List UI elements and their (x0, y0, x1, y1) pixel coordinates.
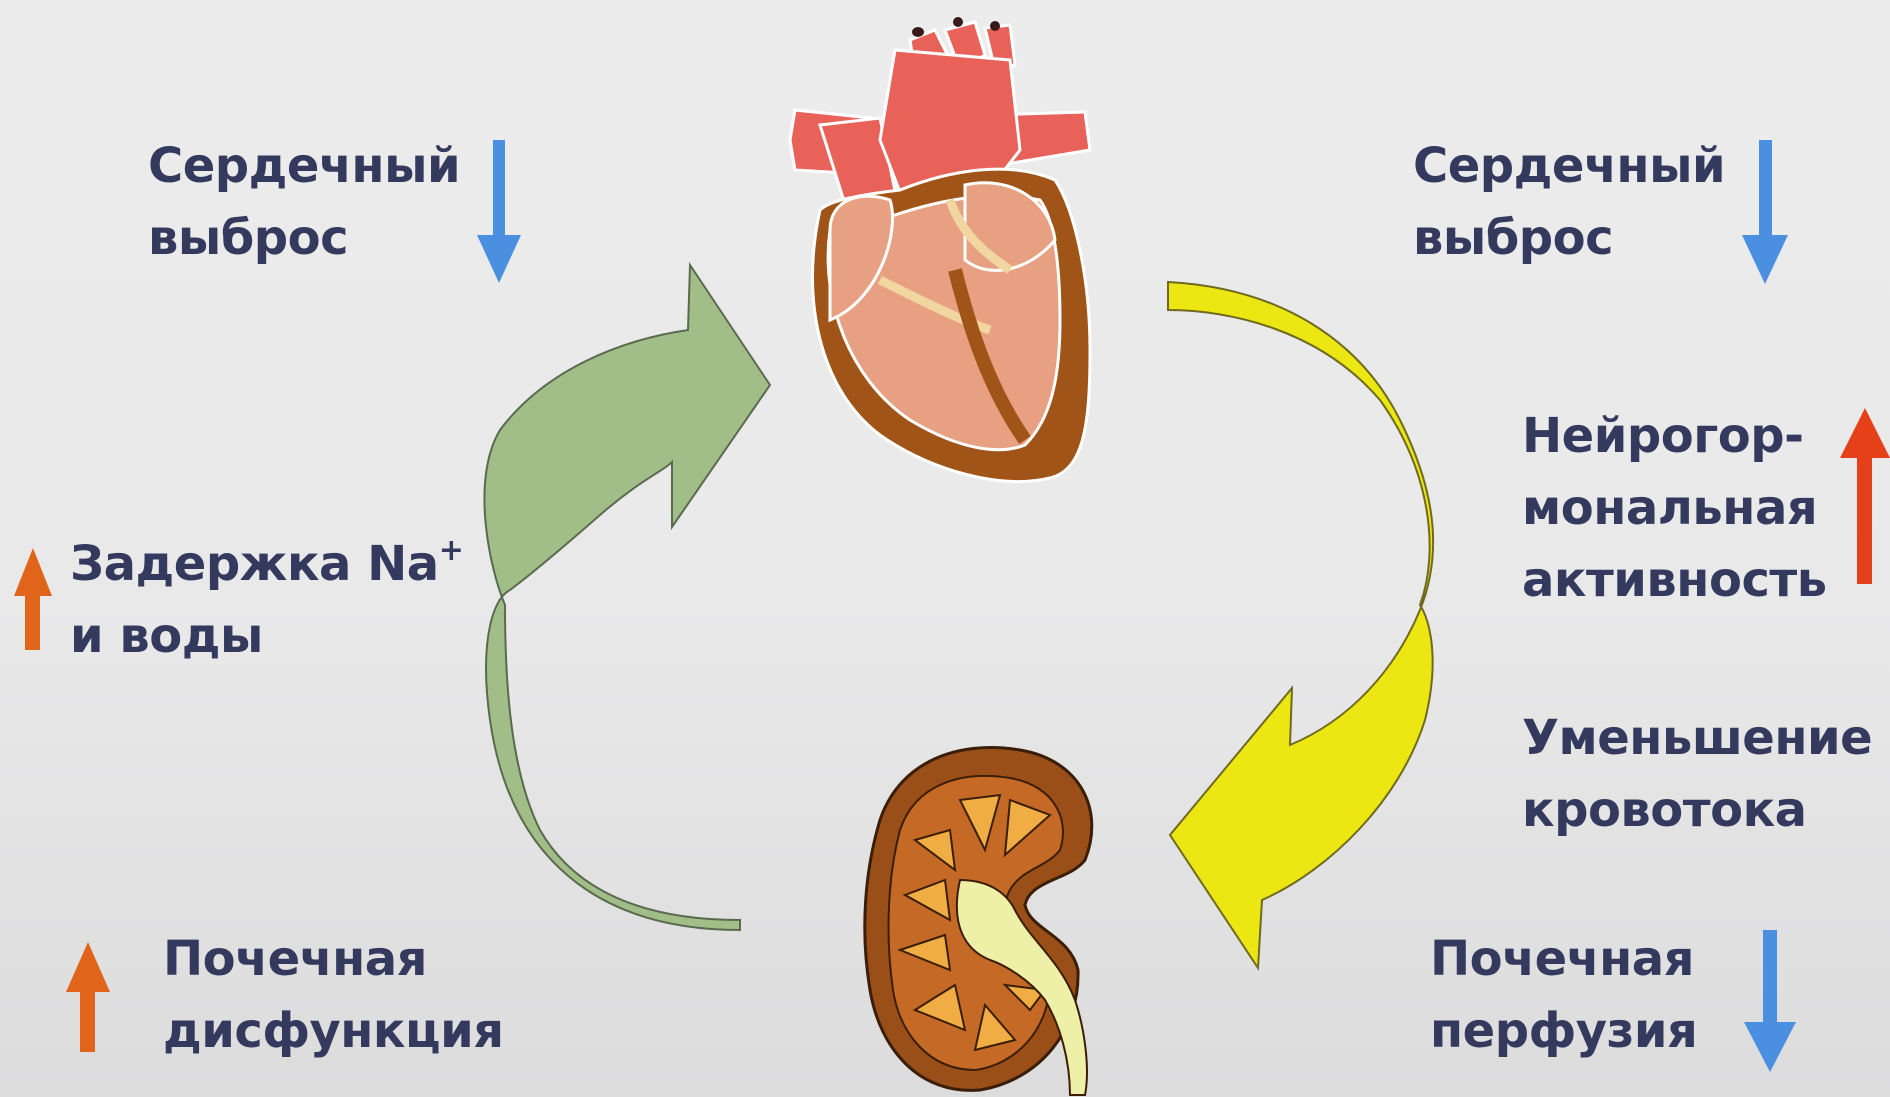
label-cardiac-output-left: Сердечный выброс (148, 130, 460, 274)
label-renal-dysfunction: Почечная дисфункция (163, 923, 504, 1067)
yellow-cycle-arrow (1168, 282, 1433, 968)
label-na-superscript: + (439, 533, 464, 568)
label-line: Почечная (163, 923, 504, 995)
arrow-up-icon (1840, 408, 1890, 584)
green-cycle-arrow (484, 265, 770, 930)
heart-icon (790, 17, 1090, 481)
arrow-down-icon (1744, 930, 1796, 1072)
label-line: Сердечный (148, 130, 460, 202)
label-line: Нейрогор- (1522, 400, 1827, 472)
label-cardiac-output-right: Сердечный выброс (1413, 130, 1725, 274)
label-na-water-retention: Задержка Na+ и воды (70, 528, 463, 672)
arrow-down-icon (477, 140, 521, 283)
arrow-down-icon (1742, 140, 1788, 284)
label-line: Почечная (1430, 923, 1697, 995)
label-neurohormonal-activity: Нейрогор- мональная активность (1522, 400, 1827, 616)
label-line: Сердечный (1413, 130, 1725, 202)
label-line: мональная (1522, 472, 1827, 544)
label-renal-perfusion: Почечная перфузия (1430, 923, 1697, 1067)
label-line: кровотока (1522, 774, 1872, 846)
label-line: активность (1522, 544, 1827, 616)
kidney-icon (865, 748, 1092, 1095)
label-line: Задержка Na+ (70, 528, 463, 600)
label-line: выброс (1413, 202, 1725, 274)
label-line: перфузия (1430, 995, 1697, 1067)
arrow-up-icon (14, 548, 52, 650)
label-line: дисфункция (163, 995, 504, 1067)
arrow-up-icon (66, 942, 110, 1052)
label-line: выброс (148, 202, 460, 274)
label-na-text: Задержка Na (70, 536, 439, 592)
label-line: и воды (70, 600, 463, 672)
label-line: Уменьшение (1522, 702, 1872, 774)
label-reduced-blood-flow: Уменьшение кровотока (1522, 702, 1872, 846)
